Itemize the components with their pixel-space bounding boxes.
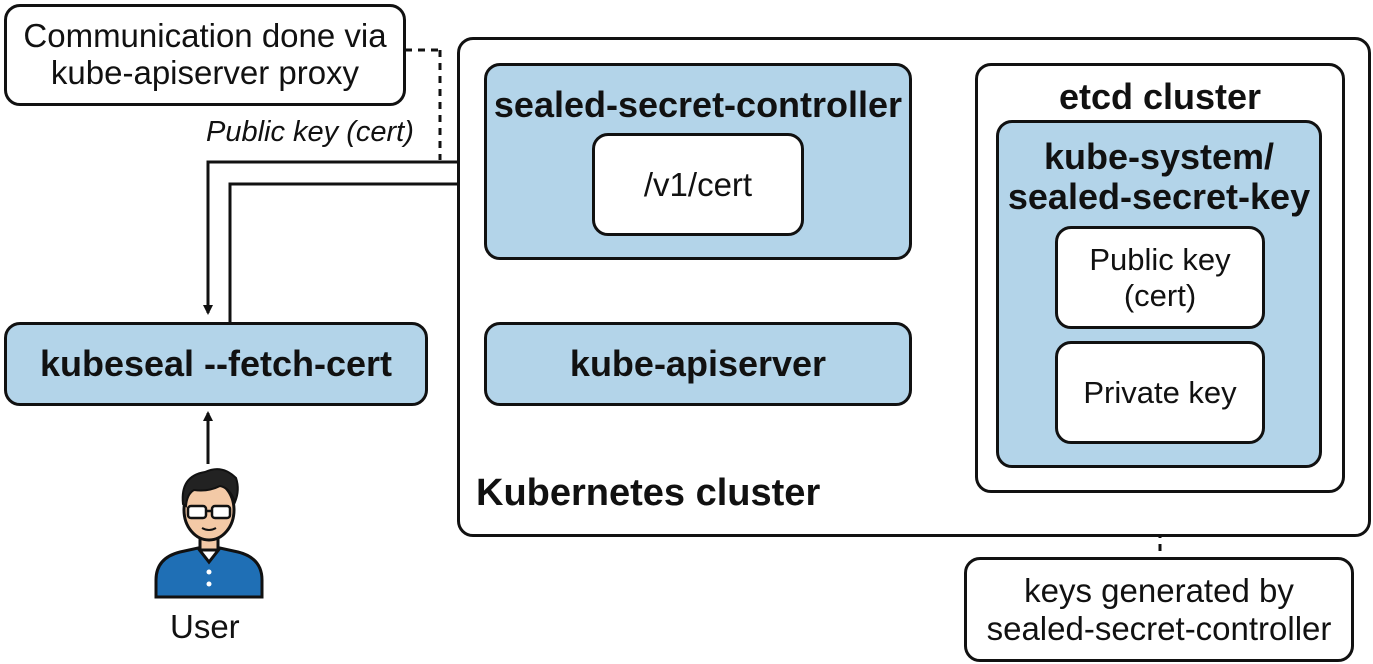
kubernetes-cluster-label: Kubernetes cluster <box>476 472 821 514</box>
kubeseal-fetch-cert-box: kubeseal --fetch-cert <box>4 322 428 406</box>
controller-label: sealed-secret-controller <box>493 84 903 125</box>
public-key-return-arrow <box>203 160 485 315</box>
secret-name-line1: kube-system/ <box>1043 136 1275 177</box>
kubeseal-label: kubeseal --fetch-cert <box>39 343 393 384</box>
proxy-note-line1: Communication done via <box>23 17 387 55</box>
v1-cert-endpoint-box: /v1/cert <box>592 133 804 236</box>
keys-generated-note: keys generated by sealed-secret-controll… <box>964 557 1354 662</box>
public-key-line1: Public key <box>1089 241 1231 277</box>
kube-apiserver-box: kube-apiserver <box>484 322 912 406</box>
etcd-label: etcd cluster <box>1058 76 1262 117</box>
public-key-arrow-label: Public key (cert) <box>206 116 414 148</box>
proxy-note: Communication done via kube-apiserver pr… <box>4 4 406 106</box>
public-key-box: Public key (cert) <box>1055 226 1265 329</box>
proxy-note-line2: kube-apiserver proxy <box>50 54 360 91</box>
apiserver-label: kube-apiserver <box>569 343 827 384</box>
v1-cert-label: /v1/cert <box>643 165 753 203</box>
secret-name-line2: sealed-secret-key <box>1007 175 1311 217</box>
keys-note-line2: sealed-secret-controller <box>986 609 1332 647</box>
user-label: User <box>170 608 240 645</box>
keys-note-line1: keys generated by <box>1024 571 1294 609</box>
private-key-label: Private key <box>1083 374 1237 410</box>
user-icon <box>154 468 264 599</box>
private-key-box: Private key <box>1055 341 1265 444</box>
public-key-line2: (cert) <box>1123 277 1197 313</box>
